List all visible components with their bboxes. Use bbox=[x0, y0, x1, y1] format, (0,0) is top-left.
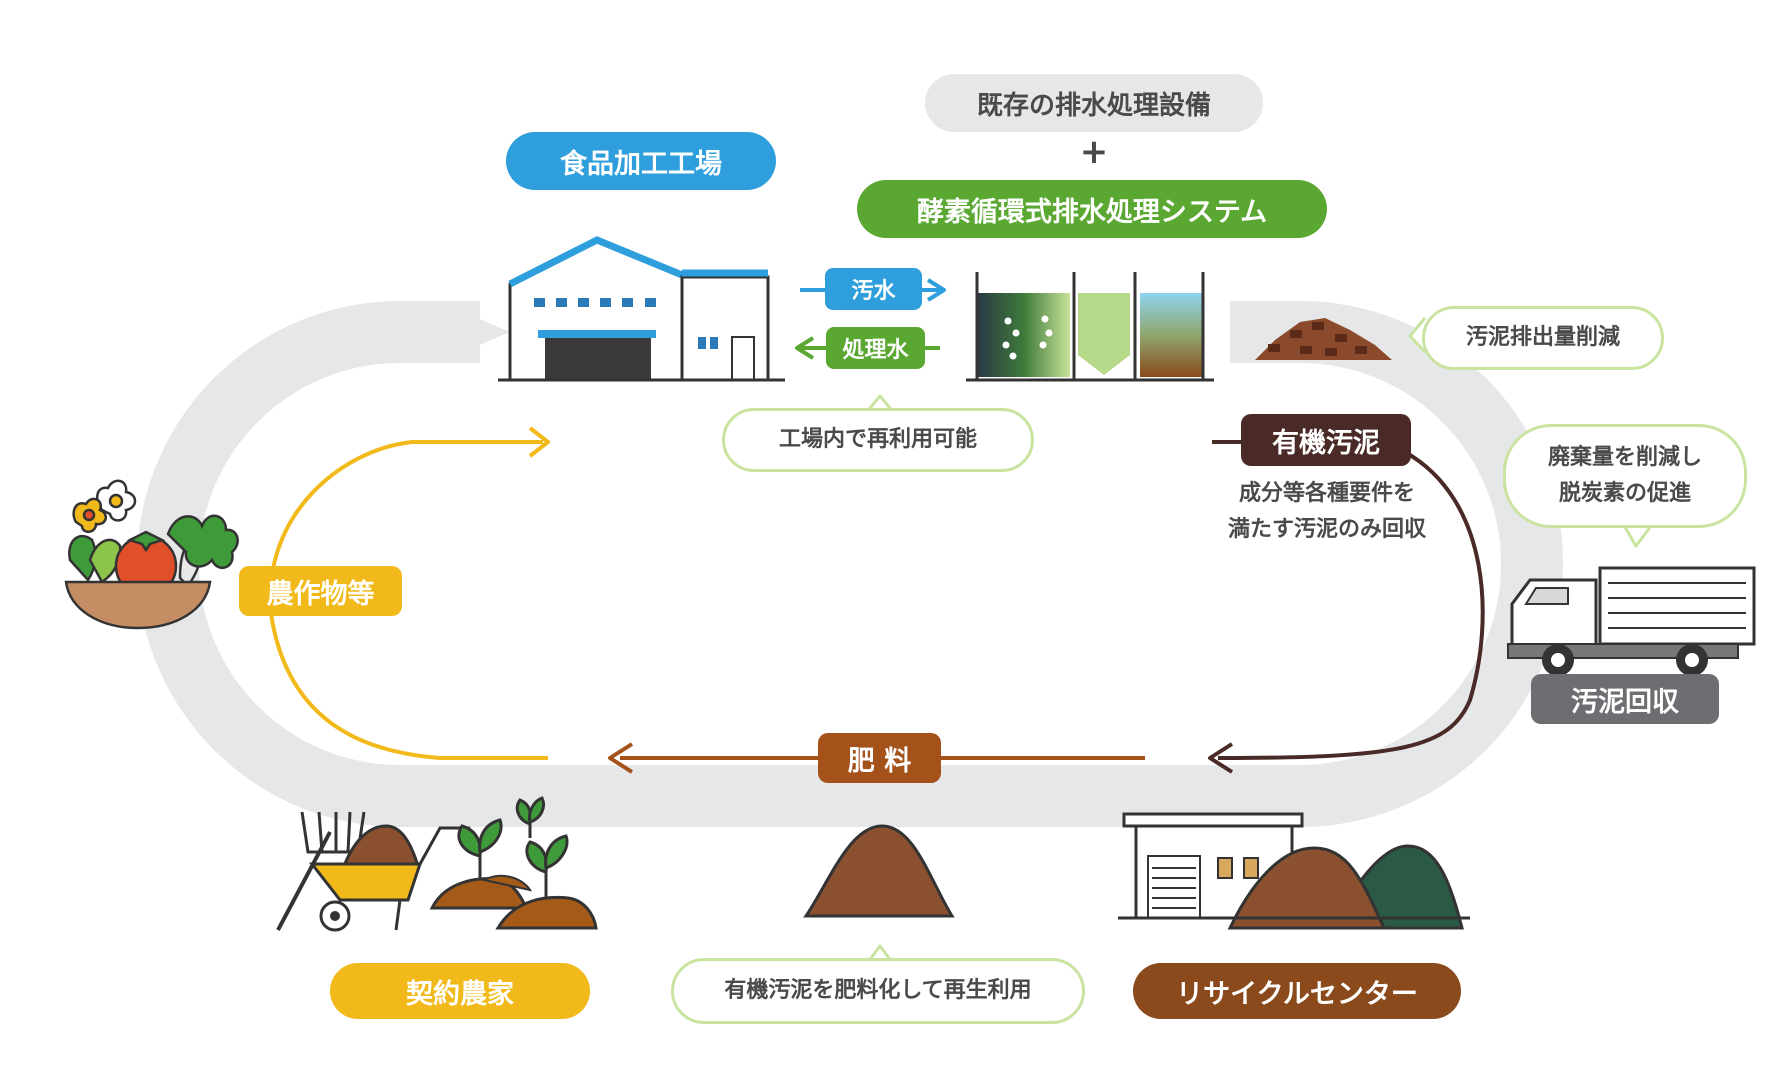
wastewater-label: 汚水 bbox=[825, 268, 922, 310]
farmer-label: 契約農家 bbox=[330, 963, 590, 1019]
sludge-reduction-bubble: 汚泥排出量削減 bbox=[1422, 306, 1664, 370]
system-label: 酵素循環式排水処理システム bbox=[857, 180, 1327, 238]
seedlings-icon bbox=[429, 796, 598, 930]
fertilizer-label: 肥 料 bbox=[818, 733, 941, 783]
condition-line1: 成分等各種要件を bbox=[1238, 481, 1415, 506]
carbon-reduction-bubble: 廃棄量を削減し 脱炭素の促進 bbox=[1503, 424, 1747, 528]
recycle-center-label: リサイクルセンター bbox=[1133, 963, 1461, 1019]
condition-text: 成分等各種要件を 満たす汚泥のみ回収 bbox=[1196, 476, 1458, 548]
organic-sludge-arrow bbox=[1208, 440, 1485, 774]
vegetable-basket-icon bbox=[64, 479, 239, 630]
carbon-reduction-line1: 廃棄量を削減し bbox=[1547, 445, 1702, 470]
reuse-bubble: 工場内で再利用可能 bbox=[722, 408, 1034, 472]
crops-arrow bbox=[268, 426, 550, 760]
carbon-reduction-line2: 脱炭素の促進 bbox=[1558, 481, 1691, 506]
factory-icon bbox=[498, 236, 785, 382]
recycle-center-icon bbox=[1118, 812, 1470, 930]
recycle-note-bubble: 有機汚泥を肥料化して再生利用 bbox=[671, 958, 1085, 1024]
existing-equipment-label: 既存の排水処理設備 bbox=[925, 74, 1263, 132]
crops-label: 農作物等 bbox=[239, 566, 402, 616]
condition-line2: 満たす汚泥のみ回収 bbox=[1227, 517, 1426, 542]
compost-pile-icon bbox=[803, 824, 955, 918]
factory-label: 食品加工工場 bbox=[506, 132, 776, 190]
sludge-collection-label: 汚泥回収 bbox=[1531, 674, 1719, 724]
farm-tools-icon bbox=[276, 811, 470, 932]
truck-icon bbox=[1507, 566, 1756, 676]
treated-water-label: 処理水 bbox=[826, 327, 925, 369]
cycle-arrow bbox=[137, 301, 1563, 827]
organic-sludge-label: 有機汚泥 bbox=[1241, 414, 1411, 466]
plus-sign: + bbox=[1079, 132, 1109, 172]
sludge-pile-icon bbox=[1255, 318, 1392, 360]
treatment-tank-icon bbox=[966, 272, 1214, 382]
